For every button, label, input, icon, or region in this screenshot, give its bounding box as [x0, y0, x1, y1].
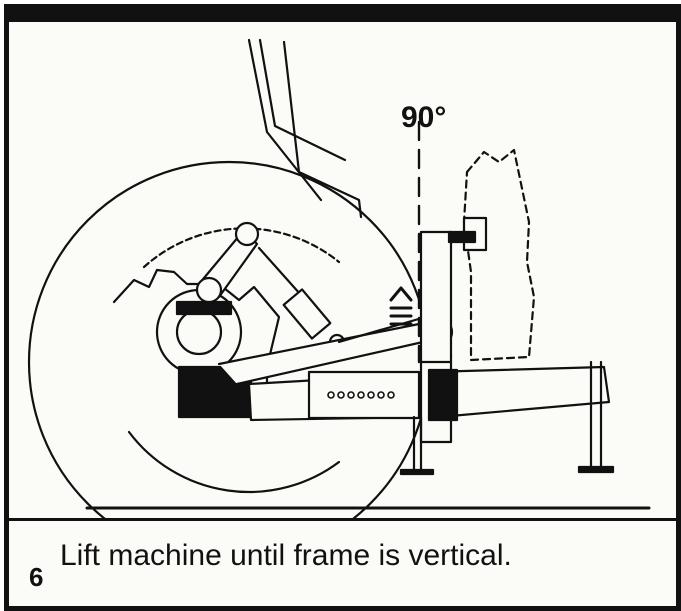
- left-support-leg: [412, 415, 423, 472]
- step-number: 6: [29, 562, 44, 592]
- lift-arrows-icon: [389, 286, 413, 326]
- adjustment-holes: [327, 391, 395, 399]
- top-border: [9, 9, 676, 22]
- implement-outline: [462, 148, 536, 362]
- axle-center: [175, 308, 223, 356]
- cab-outline: [247, 38, 323, 202]
- cab-window: [258, 38, 347, 162]
- beam-end-block: [427, 368, 459, 422]
- step-instruction: Lift machine until frame is vertical.: [60, 539, 512, 572]
- caption-divider: [9, 518, 676, 521]
- right-support-leg: [589, 360, 603, 469]
- arm-pivot-top: [234, 221, 260, 247]
- instruction-card: 90° 6 Lift machine until frame is vertic…: [4, 4, 681, 611]
- wheel-lower-arc: [127, 430, 341, 494]
- cab-body: [282, 40, 363, 219]
- arm-pivot-bottom: [195, 276, 223, 304]
- implement-clamp: [447, 230, 477, 244]
- illustration-panel: 90°: [9, 22, 676, 518]
- axle-bracket-top: [175, 300, 233, 316]
- tractor-frame-illustration: 90°: [27, 38, 651, 518]
- left-foot: [399, 468, 435, 476]
- hydraulic-cylinder: [282, 288, 332, 340]
- top-link: [337, 314, 431, 344]
- angle-label: 90°: [401, 101, 446, 134]
- right-foot: [577, 465, 615, 474]
